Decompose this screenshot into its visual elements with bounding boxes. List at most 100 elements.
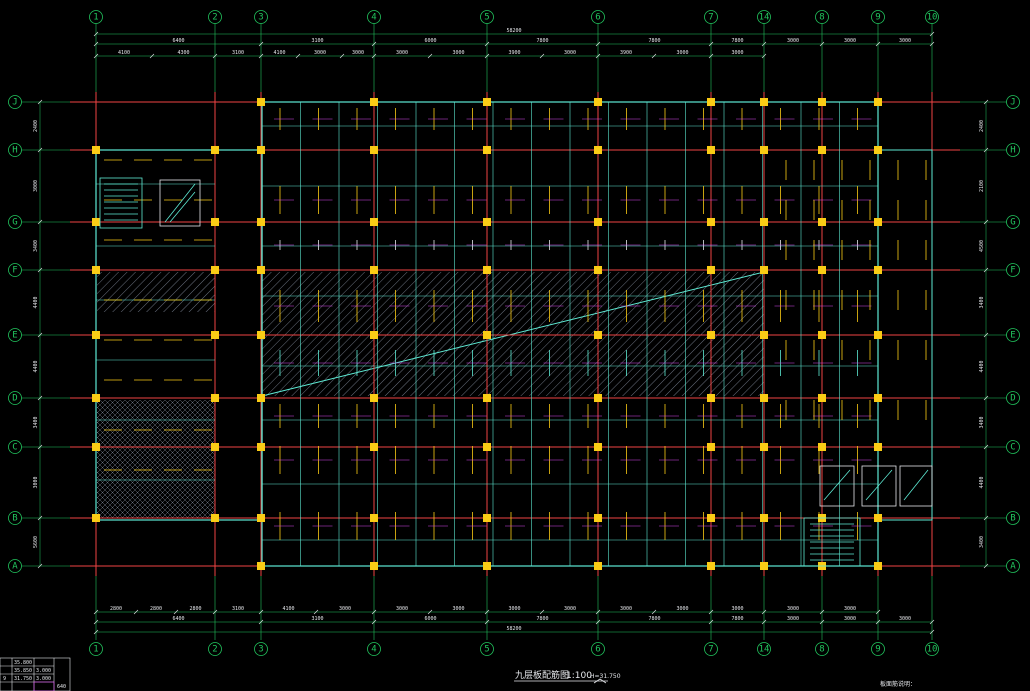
bottom-row1-dim-value: 4100 xyxy=(282,606,294,612)
column xyxy=(760,98,768,106)
column xyxy=(370,146,378,154)
column xyxy=(818,331,826,339)
column-edge xyxy=(92,394,100,402)
table-cell: 35.850 xyxy=(14,668,32,674)
axis-y-right-H-circle xyxy=(1006,143,1020,157)
column xyxy=(211,331,219,339)
column xyxy=(760,218,768,226)
axis-x-top-9-label: 9 xyxy=(875,13,880,23)
top-row3-dim-value: 3900 xyxy=(620,50,632,56)
right-dim-tick xyxy=(983,267,989,273)
table-cell-last: 640 xyxy=(57,684,66,690)
axis-y-left-A-label: A xyxy=(12,562,18,572)
left-dim-tick xyxy=(37,444,43,450)
left-dim-tick xyxy=(37,147,43,153)
bottom-row2-dim-tick xyxy=(93,619,99,625)
column xyxy=(874,218,882,226)
bottom-row1-dim-tick xyxy=(133,609,139,615)
column-edge xyxy=(92,514,100,522)
axis-x-top-14-label: 14 xyxy=(759,13,770,23)
axis-x-top-1-circle xyxy=(89,10,103,24)
bottom-row2-dim-value: 3000 xyxy=(899,616,911,622)
top-row3-dim-tick xyxy=(149,53,155,59)
top-row3-dim-tick xyxy=(258,53,264,59)
column xyxy=(257,394,265,402)
bottom-row1-dim-value: 3000 xyxy=(396,606,408,612)
axis-x-bot-5-label: 5 xyxy=(484,645,489,655)
axis-x-top-5-circle xyxy=(480,10,494,24)
top-row3-dim-value: 3000 xyxy=(452,50,464,56)
right-dim-value: 2400 xyxy=(979,120,985,132)
axis-x-top-2-circle xyxy=(208,10,222,24)
right-dim-tick xyxy=(983,147,989,153)
left-dim-tick xyxy=(37,267,43,273)
axis-y-right-A-label: A xyxy=(1010,562,1016,572)
bottom-total-dim-tick xyxy=(929,629,935,635)
bottom-row1-dim-tick xyxy=(875,609,881,615)
axis-x-bot-14-label: 14 xyxy=(759,645,770,655)
column xyxy=(211,394,219,402)
column xyxy=(707,443,715,451)
axis-x-top-8-circle xyxy=(815,10,829,24)
axis-y-right-J-circle xyxy=(1006,95,1020,109)
left-dim-tick xyxy=(37,395,43,401)
axis-y-left-B-label: B xyxy=(12,514,17,524)
axis-y-left-D-label: D xyxy=(12,394,17,404)
bottom-row2-dim-value: 6400 xyxy=(172,616,184,622)
column xyxy=(257,443,265,451)
column xyxy=(211,218,219,226)
column xyxy=(874,394,882,402)
column xyxy=(760,266,768,274)
bottom-row1-dim-tick xyxy=(708,609,714,615)
bottom-row1-dim-tick xyxy=(427,609,433,615)
elevation-table xyxy=(0,657,71,691)
rebar-marks xyxy=(104,108,927,540)
right-dim-tick xyxy=(983,395,989,401)
axis-y-right-E-label: E xyxy=(1010,331,1015,341)
right-dim-tick xyxy=(983,515,989,521)
column xyxy=(483,443,491,451)
bottom-row1-dim-tick xyxy=(371,609,377,615)
axis-y-right-C-circle xyxy=(1006,440,1020,454)
column xyxy=(257,266,265,274)
column xyxy=(760,443,768,451)
axis-y-left-H-label: H xyxy=(12,146,17,156)
right-dim-value: 4500 xyxy=(979,240,985,252)
top-row3-dim-value: 3900 xyxy=(508,50,520,56)
axis-y-right-G-label: G xyxy=(1010,218,1015,228)
column xyxy=(874,331,882,339)
axis-y-right-B-circle xyxy=(1006,511,1020,525)
top-row3-dim-tick xyxy=(212,53,218,59)
column xyxy=(257,146,265,154)
column xyxy=(483,218,491,226)
column xyxy=(257,562,265,570)
axis-x-bot-3-label: 3 xyxy=(258,645,263,655)
top-row2-dim-tick xyxy=(929,41,935,47)
top-row2-dim-tick xyxy=(761,41,767,47)
axis-y-right-D-circle xyxy=(1006,391,1020,405)
bottom-row2-dim-value: 3000 xyxy=(844,616,856,622)
top-row2-dim-value: 3100 xyxy=(311,38,323,44)
axis-y-left-F-label: F xyxy=(12,266,17,276)
right-dim-value: 3400 xyxy=(979,536,985,548)
table-cell: 35.800 xyxy=(14,660,32,666)
top-total-dim-tick xyxy=(93,31,99,37)
bottom-row2-dim-tick xyxy=(371,619,377,625)
bottom-row2-dim-value: 7800 xyxy=(536,616,548,622)
column xyxy=(594,514,602,522)
axis-x-bot-2-label: 2 xyxy=(212,645,217,655)
table-cell: 3.000 xyxy=(36,676,51,682)
left-dim-value: 3000 xyxy=(33,180,39,192)
column xyxy=(760,562,768,570)
left-dim-value: 2400 xyxy=(33,120,39,132)
stair-left xyxy=(99,177,201,229)
bottom-row1-dim-value: 3100 xyxy=(232,606,244,612)
top-row3-dim-value: 3000 xyxy=(396,50,408,56)
column xyxy=(370,514,378,522)
axis-x-bot-8-circle xyxy=(815,642,829,656)
top-row3-dim-tick xyxy=(651,53,657,59)
column xyxy=(874,443,882,451)
bottom-row1-dim-value: 2800 xyxy=(110,606,122,612)
column xyxy=(760,331,768,339)
axis-y-right-E-circle xyxy=(1006,328,1020,342)
